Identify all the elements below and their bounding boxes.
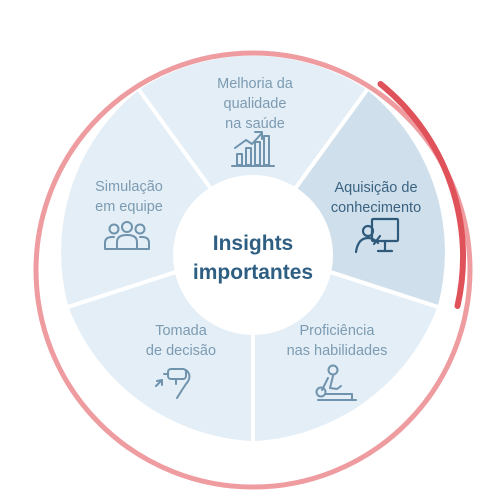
vr-headset-person-icon — [155, 368, 191, 399]
segment-label-line: Tomada — [155, 323, 207, 339]
segment-label-line: Proficiência — [299, 323, 375, 339]
segment-label-simulacao-em-equipe: Simulação em equipe — [54, 177, 204, 217]
center-title-line: importantes — [192, 261, 314, 284]
segment-label-line: de decisão — [145, 343, 217, 359]
center-title: Insights importantes — [178, 229, 328, 287]
segment-aquisicao-de-conhecimento[interactable] — [296, 91, 445, 305]
segment-label-proficiencia-nas-habilidades: Proficiência nas habilidades — [262, 321, 412, 361]
outer-ring — [33, 50, 473, 490]
center-title-line: Insights — [212, 232, 294, 255]
segment-label-line: Aquisição de — [334, 180, 418, 196]
center-circle — [173, 175, 333, 335]
segment-label-line: na saúde — [225, 116, 285, 132]
segment-label-melhoria-da-qualidade: Melhoria da qualidade na saúde — [180, 74, 330, 134]
ring-highlight-arc — [377, 81, 467, 309]
massage-therapist-icon — [315, 364, 357, 401]
team-group-icon — [104, 221, 150, 250]
presenter-board-icon — [354, 217, 400, 254]
segment-label-line: conhecimento — [330, 200, 422, 216]
segment-melhoria-da-qualidade[interactable] — [140, 55, 366, 188]
segment-label-line: qualidade — [223, 96, 287, 112]
segment-label-line: Melhoria da — [217, 76, 293, 92]
growth-chart-icon — [231, 131, 275, 167]
segment-label-line: em equipe — [95, 199, 163, 215]
segment-label-line: Simulação — [95, 179, 163, 195]
segment-simulacao-em-equipe[interactable] — [61, 91, 210, 305]
segment-label-tomada-de-decisao: Tomada de decisão — [106, 321, 256, 361]
segment-label-aquisicao-de-conhecimento: Aquisição de conhecimento — [301, 178, 451, 218]
segment-label-line: nas habilidades — [286, 343, 388, 359]
